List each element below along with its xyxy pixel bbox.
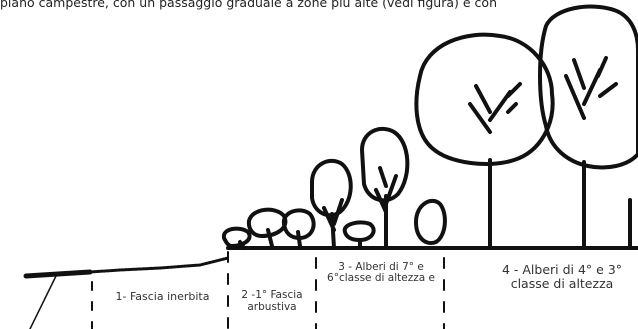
small-trees <box>312 129 407 248</box>
zone-4-label: 4 - Alberi di 4° e 3° classe di altezza <box>486 263 638 291</box>
large-trees <box>416 7 638 248</box>
zone-1-label: 1- Fascia inerbita <box>110 291 215 304</box>
zone-3-label: 3 - Alberi di 7° e 6°classe di altezza e <box>322 262 440 285</box>
zone-2-label: 2 -1° Fascia arbustiva <box>226 289 318 313</box>
